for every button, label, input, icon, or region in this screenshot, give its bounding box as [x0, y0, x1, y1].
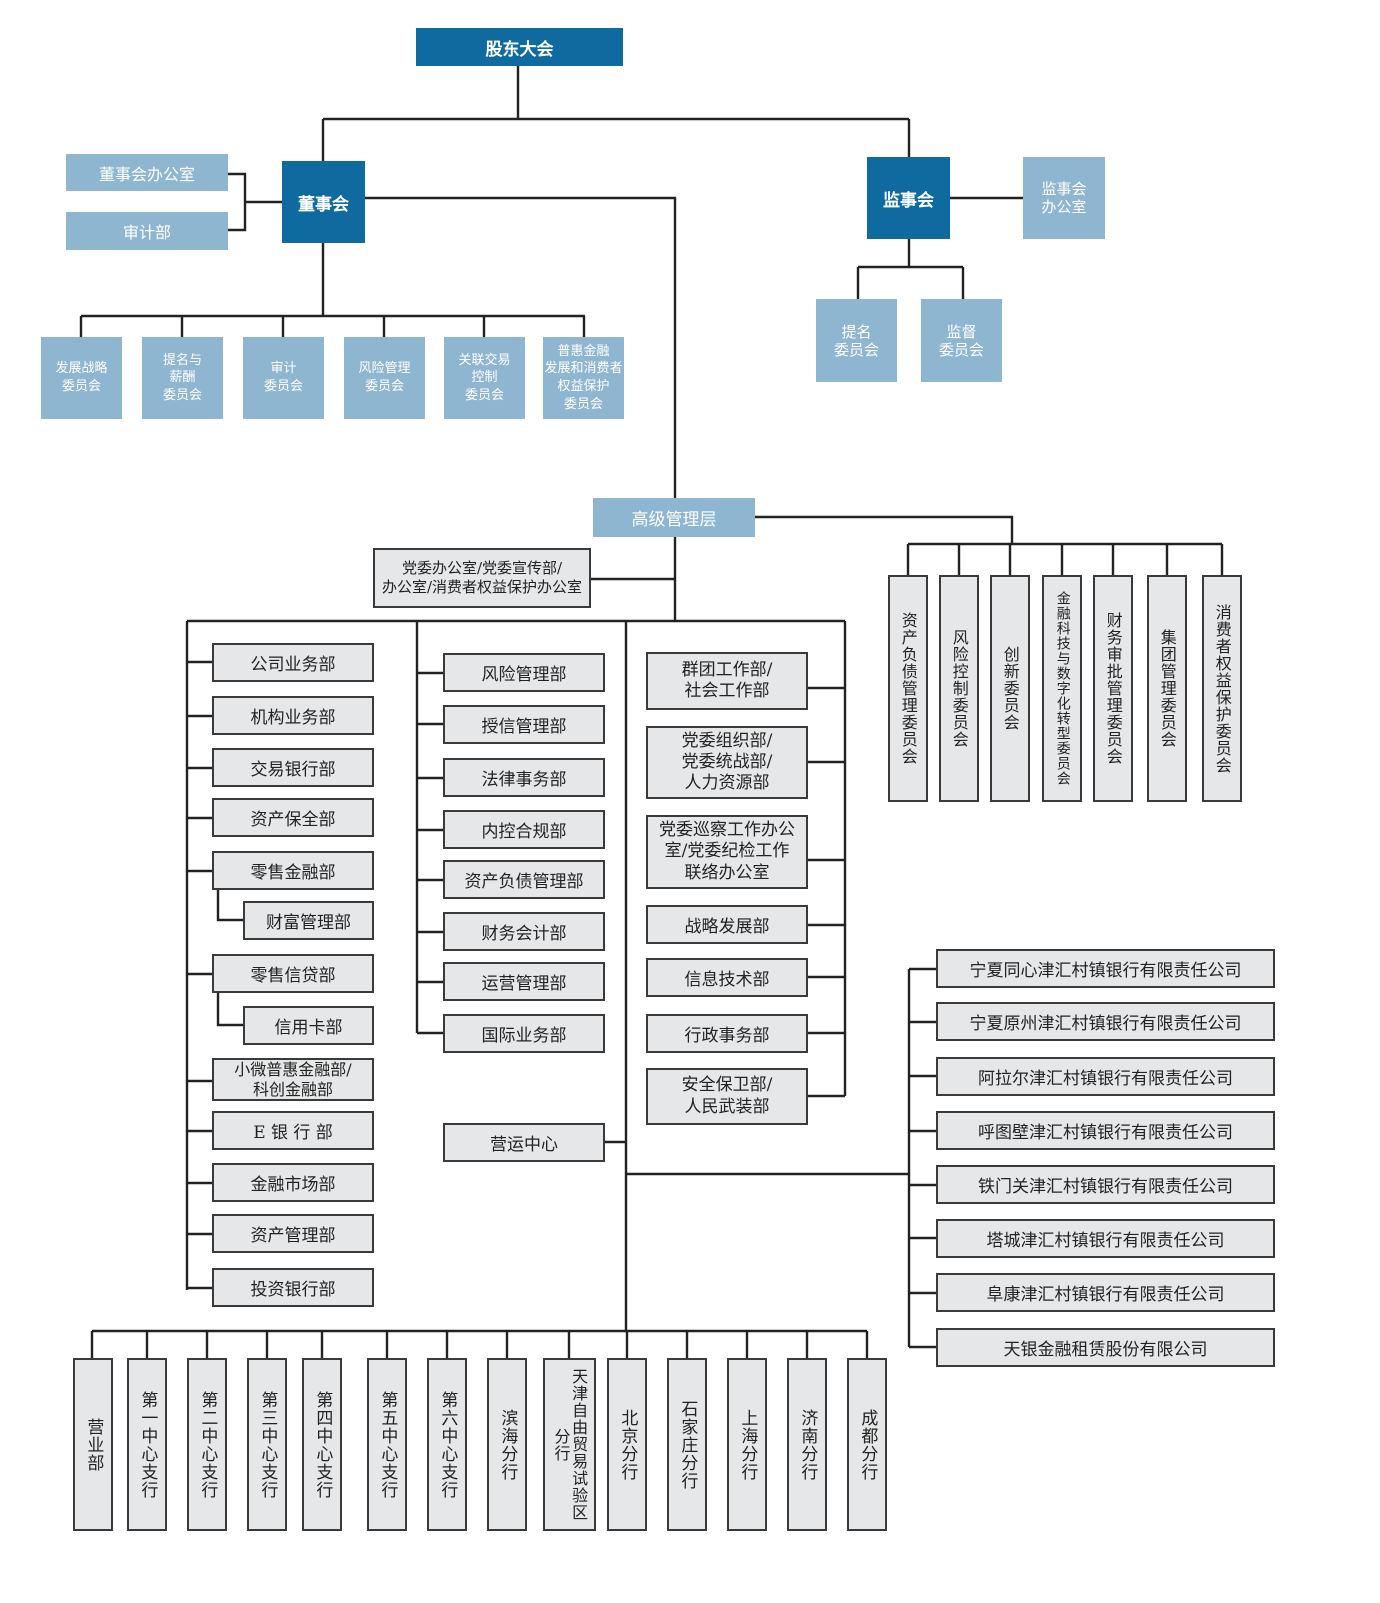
senior-management: 高级管理层	[593, 498, 755, 537]
branch-central-2: 第二中心支行	[187, 1358, 227, 1531]
mgmt-committee-risk-control: 风险控制委员会	[939, 575, 979, 802]
dept-administrative-affairs: 行政事务部	[646, 1014, 808, 1053]
board-committee-inclusive-finance: 普惠金融 发展和消费者 权益保护 委员会	[543, 337, 624, 419]
dept-strategic-development: 战略发展部	[646, 905, 808, 944]
branch-tianjin-ftz: 天津自由贸易试验区分行	[543, 1358, 596, 1531]
board-committee-strategy: 发展战略 委员会	[41, 337, 122, 419]
mgmt-committee-finance-approval: 财务审批管理委员会	[1093, 575, 1133, 802]
dept-credit-management: 授信管理部	[443, 705, 605, 744]
subsidiary-fukang: 阜康津汇村镇银行有限责任公司	[936, 1273, 1275, 1312]
branch-central-1: 第一中心支行	[127, 1358, 167, 1531]
branch-jinan: 济南分行	[787, 1358, 827, 1531]
dept-security-armed-forces: 安全保卫部/ 人民武装部	[646, 1068, 808, 1125]
dept-micro-inclusive-finance: 小微普惠金融部/ 科创金融部	[212, 1058, 374, 1101]
dept-finance-accounting: 财务会计部	[443, 912, 605, 951]
branch-beijing: 北京分行	[607, 1358, 647, 1531]
board-committee-nomination: 提名与 薪酬 委员会	[142, 337, 223, 419]
branch-central-5: 第五中心支行	[367, 1358, 407, 1531]
board-committee-risk: 风险管理 委员会	[344, 337, 425, 419]
dept-wealth-management: 财富管理部	[243, 901, 374, 940]
subsidiary-alar: 阿拉尔津汇村镇银行有限责任公司	[936, 1057, 1275, 1096]
subsidiary-yuanzhou: 宁夏原州津汇村镇银行有限责任公司	[936, 1002, 1275, 1041]
subsidiary-tacheng: 塔城津汇村镇银行有限责任公司	[936, 1219, 1275, 1258]
dept-party-organization-hr: 党委组织部/ 党委统战部/ 人力资源部	[646, 726, 808, 799]
shareholders-meeting: 股东大会	[416, 28, 623, 66]
board-office: 董事会办公室	[66, 154, 228, 191]
branch-shanghai: 上海分行	[727, 1358, 767, 1531]
dept-investment-banking: 投资银行部	[212, 1268, 374, 1307]
branch-chengdu: 成都分行	[847, 1358, 887, 1531]
dept-mass-organizations: 群团工作部/ 社会工作部	[646, 652, 808, 710]
dept-corporate-banking: 公司业务部	[212, 643, 374, 682]
branch-central-6: 第六中心支行	[427, 1358, 467, 1531]
dept-alm: 资产负债管理部	[443, 860, 605, 899]
dept-credit-card: 信用卡部	[243, 1006, 374, 1045]
mgmt-committee-fintech: 金融科技与数字化转型委员会	[1042, 575, 1082, 802]
dept-institutional-banking: 机构业务部	[212, 696, 374, 735]
dept-legal-affairs: 法律事务部	[443, 758, 605, 797]
dept-asset-management: 资产管理部	[212, 1214, 374, 1253]
operations-center: 营运中心	[443, 1123, 605, 1162]
supervisor-committee-supervision: 监督 委员会	[921, 299, 1002, 382]
dept-financial-markets: 金融市场部	[212, 1163, 374, 1202]
dept-information-technology: 信息技术部	[646, 958, 808, 997]
subsidiary-financial-leasing: 天银金融租赁股份有限公司	[936, 1328, 1275, 1367]
branch-central-4: 第四中心支行	[302, 1358, 342, 1531]
mgmt-committee-group: 集团管理委员会	[1147, 575, 1187, 802]
subsidiary-hutubi: 呼图壁津汇村镇银行有限责任公司	[936, 1111, 1275, 1150]
board-of-directors: 董事会	[282, 161, 365, 243]
dept-asset-preservation: 资产保全部	[212, 798, 374, 837]
supervisors-office: 监事会 办公室	[1023, 157, 1105, 239]
branch-binhai: 滨海分行	[487, 1358, 527, 1531]
party-office: 党委办公室/党委宣传部/ 办公室/消费者权益保护办公室	[373, 548, 591, 608]
dept-e-banking: E 银 行 部	[212, 1111, 374, 1150]
board-of-supervisors: 监事会	[867, 157, 950, 239]
mgmt-committee-consumer-protection: 消费者权益保护委员会	[1202, 575, 1242, 802]
dept-retail-credit: 零售信贷部	[212, 954, 374, 993]
mgmt-committee-innovation: 创新委员会	[990, 575, 1030, 802]
dept-party-inspection-office: 党委巡察工作办公 室/党委纪检工作 联络办公室	[646, 815, 808, 889]
dept-international-business: 国际业务部	[443, 1014, 605, 1053]
subsidiary-tongxin: 宁夏同心津汇村镇银行有限责任公司	[936, 949, 1275, 988]
board-committee-audit: 审计 委员会	[243, 337, 324, 419]
dept-operations-management: 运营管理部	[443, 962, 605, 1001]
dept-transaction-banking: 交易银行部	[212, 748, 374, 787]
branch-business-dept: 营业部	[73, 1358, 113, 1531]
supervisor-committee-nomination: 提名 委员会	[816, 299, 897, 382]
mgmt-committee-alm: 资产负债管理委员会	[888, 575, 928, 802]
branch-shijiazhuang: 石家庄分行	[667, 1358, 707, 1531]
dept-retail-finance: 零售金融部	[212, 851, 374, 890]
subsidiary-tiemenguan: 铁门关津汇村镇银行有限责任公司	[936, 1165, 1275, 1204]
dept-risk-management: 风险管理部	[443, 653, 605, 692]
branch-central-3: 第三中心支行	[247, 1358, 287, 1531]
board-committee-related-party: 关联交易 控制 委员会	[444, 337, 525, 419]
dept-internal-control: 内控合规部	[443, 810, 605, 849]
audit-department: 审计部	[66, 212, 228, 250]
